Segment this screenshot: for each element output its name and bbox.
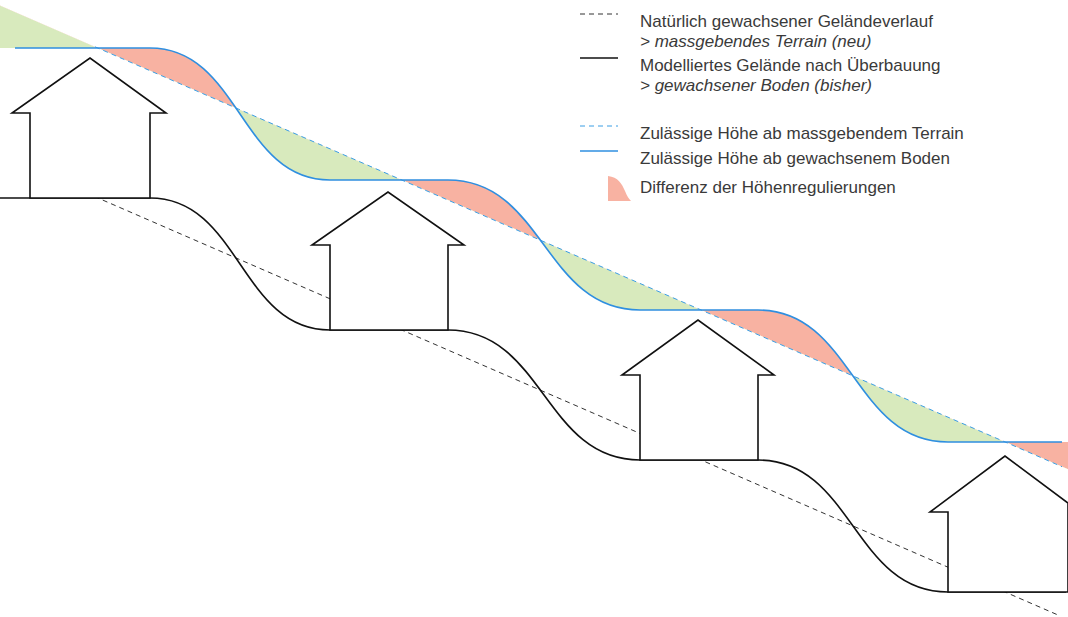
legend-entry: Zulässige Höhe ab massgebendem Terrain [640, 124, 964, 144]
legend-line-sample [580, 150, 618, 152]
legend-label: Natürlich gewachsener Geländeverlauf > m… [640, 12, 933, 52]
difference-area [0, 6, 1068, 470]
legend-line-sample [580, 14, 618, 15]
legend-label: Modelliertes Gelände nach Überbauung > g… [640, 56, 941, 96]
legend-line-sample [580, 126, 618, 127]
legend-entry: Modelliertes Gelände nach Überbauung > g… [640, 56, 941, 96]
legend-swatch [606, 174, 632, 202]
allowed-height-dashed [95, 47, 1062, 467]
legend-label: Differenz der Höhenregulierungen [640, 178, 896, 197]
house [312, 192, 464, 330]
house [622, 320, 774, 460]
difference-area [0, 6, 1068, 470]
legend-label: Zulässige Höhe ab gewachsenem Boden [640, 149, 950, 168]
legend-line-sample [580, 57, 618, 59]
allowed-height-solid [15, 48, 1062, 442]
house [12, 58, 166, 198]
legend-entry: Differenz der Höhenregulierungen [640, 178, 896, 198]
legend-label: Zulässige Höhe ab massgebendem Terrain [640, 124, 964, 143]
legend-entry: Natürlich gewachsener Geländeverlauf > m… [640, 12, 933, 52]
legend-entry: Zulässige Höhe ab gewachsenem Boden [640, 149, 950, 169]
natural-terrain-line [45, 175, 1058, 615]
house [930, 456, 1068, 592]
legend-swatch-shape [608, 176, 631, 201]
modelled-terrain [0, 198, 1066, 592]
